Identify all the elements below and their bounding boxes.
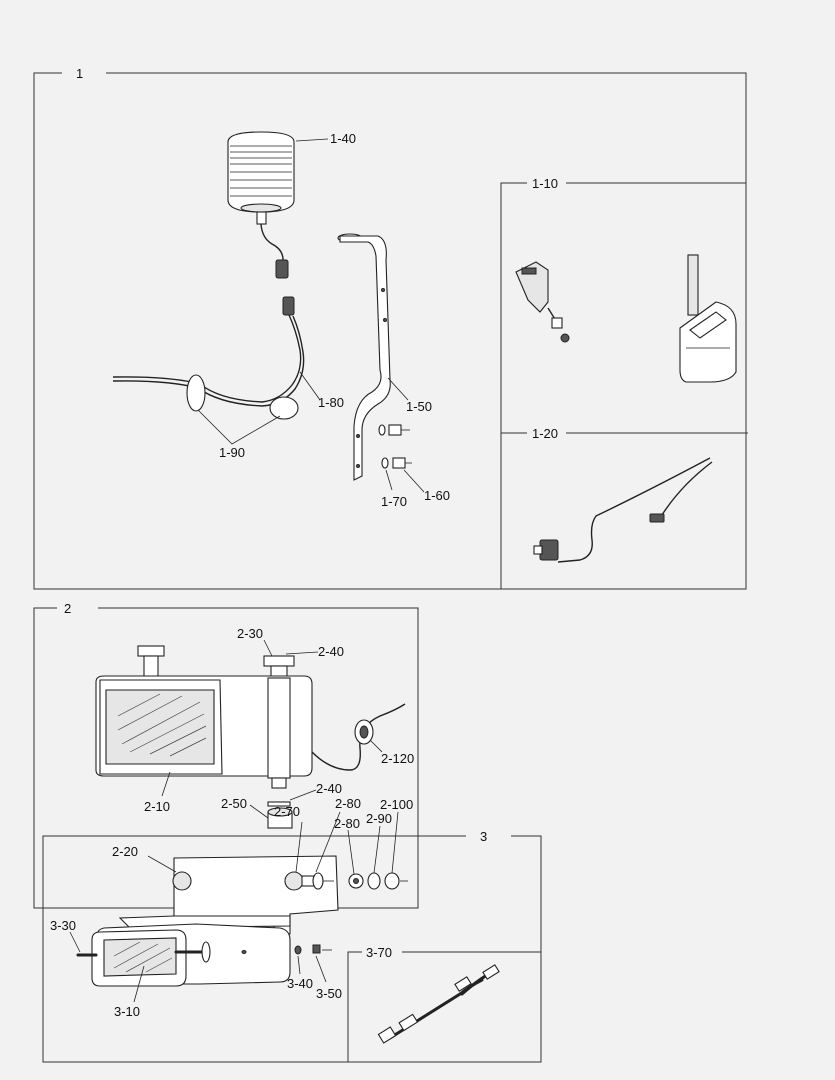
callout-2-40-bottom: 2-40 [316, 781, 342, 796]
section-1-10-frame: 1-10 [500, 176, 746, 589]
section-1-frame: 1 [33, 66, 747, 590]
callout-2-70: 2-70 [274, 804, 300, 819]
callout-3-50: 3-50 [316, 986, 342, 1001]
section-3-70-label: 3-70 [366, 945, 392, 960]
callout-1-80: 1-80 [318, 395, 344, 410]
callout-2-80-lower: 2-80 [334, 816, 360, 831]
callout-2-10: 2-10 [144, 799, 170, 814]
callout-2-100: 2-100 [380, 797, 413, 812]
callout-2-90: 2-90 [366, 811, 392, 826]
section-1-20-label: 1-20 [532, 426, 558, 441]
small-work-lamp-part [76, 923, 291, 987]
callout-1-70: 1-70 [381, 494, 407, 509]
callout-3-30: 3-30 [50, 918, 76, 933]
section-2-label: 2 [64, 601, 71, 616]
section-3-frame: 3 [42, 829, 542, 1063]
bolt-part [378, 424, 412, 469]
cable-tie-part [186, 374, 299, 420]
washer-and-nut-part [267, 801, 293, 829]
callout-2-20: 2-20 [112, 844, 138, 859]
callout-2-80-upper: 2-80 [335, 796, 361, 811]
work-lamp-part [95, 645, 313, 789]
callout-1-40: 1-40 [330, 131, 356, 146]
callout-2-120: 2-120 [381, 751, 414, 766]
lamp-nut-washer-part [294, 944, 332, 955]
callout-2-40-top: 2-40 [318, 644, 344, 659]
wiring-harness-part [112, 296, 305, 407]
callout-1-90: 1-90 [219, 445, 245, 460]
beacon-lamp-part [227, 131, 295, 279]
adapter-cable-part [377, 964, 500, 1044]
lamp-cable-part [311, 703, 406, 771]
section-1-10-label: 1-10 [532, 176, 558, 191]
section-1-20-frame: 1-20 [501, 426, 748, 441]
bracket-bolt-set-part [284, 871, 408, 891]
callout-3-40: 3-40 [287, 976, 313, 991]
section-3-70-frame: 3-70 [347, 945, 541, 1062]
seat-belt-retractor-part [679, 254, 737, 383]
callout-1-50: 1-50 [406, 399, 432, 414]
callout-1-60: 1-60 [424, 488, 450, 503]
callout-3-10: 3-10 [114, 1004, 140, 1019]
mounting-bracket-part [337, 233, 391, 481]
section-1-label: 1 [76, 66, 83, 81]
callout-2-30: 2-30 [237, 626, 263, 641]
seat-belt-buckle-part [515, 261, 570, 343]
lamp-mounting-bracket-part [118, 855, 339, 935]
section-3-label: 3 [480, 829, 487, 844]
switch-cable-part [533, 457, 713, 563]
callout-2-50: 2-50 [221, 796, 247, 811]
